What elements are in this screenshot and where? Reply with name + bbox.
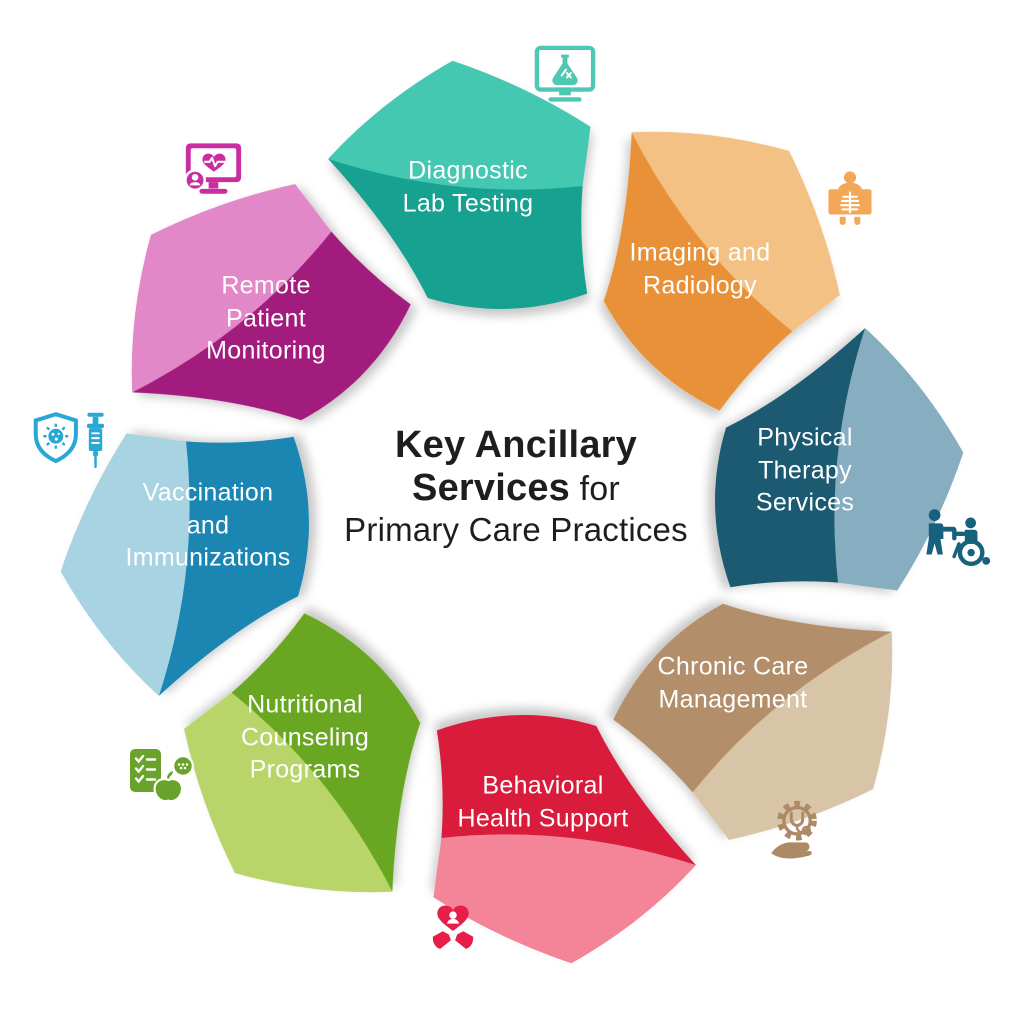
care-gear-stethoscope-icon bbox=[762, 798, 830, 864]
monitor-heartbeat-icon bbox=[180, 140, 246, 202]
segment-label-imaging-and-radiology: Imaging and Radiology bbox=[629, 238, 771, 300]
segment-label-diagnostic-lab-testing: Diagnostic Lab Testing bbox=[402, 156, 534, 218]
title-line3: Primary Care Practices bbox=[344, 510, 688, 548]
physical-therapy-icon bbox=[920, 506, 994, 570]
heart-in-hands-icon bbox=[423, 895, 483, 955]
title-line2: Services for bbox=[412, 466, 620, 509]
nutrition-checklist-apple-icon bbox=[127, 744, 195, 808]
xray-icon bbox=[820, 168, 880, 232]
title-line1: Key Ancillary bbox=[395, 423, 637, 466]
lab-monitor-icon bbox=[532, 44, 598, 106]
segment-label-remote-patient-monitoring: Remote Patient Monitoring bbox=[206, 271, 326, 365]
segment-label-chronic-care-management: Chronic Care Management bbox=[657, 652, 809, 714]
segment-label-behavioral-health-support: Behavioral Health Support bbox=[457, 771, 629, 833]
segment-label-vaccination-and-immunizations: Vaccination and Immunizations bbox=[125, 478, 291, 572]
segment-label-nutritional-counseling-programs: Nutritional Counseling Programs bbox=[240, 690, 370, 784]
segment-label-physical-therapy-services: Physical Therapy Services bbox=[755, 423, 855, 517]
shield-virus-syringe-icon bbox=[30, 410, 118, 472]
center-title: Key Ancillary Services for Primary Care … bbox=[301, 424, 731, 550]
